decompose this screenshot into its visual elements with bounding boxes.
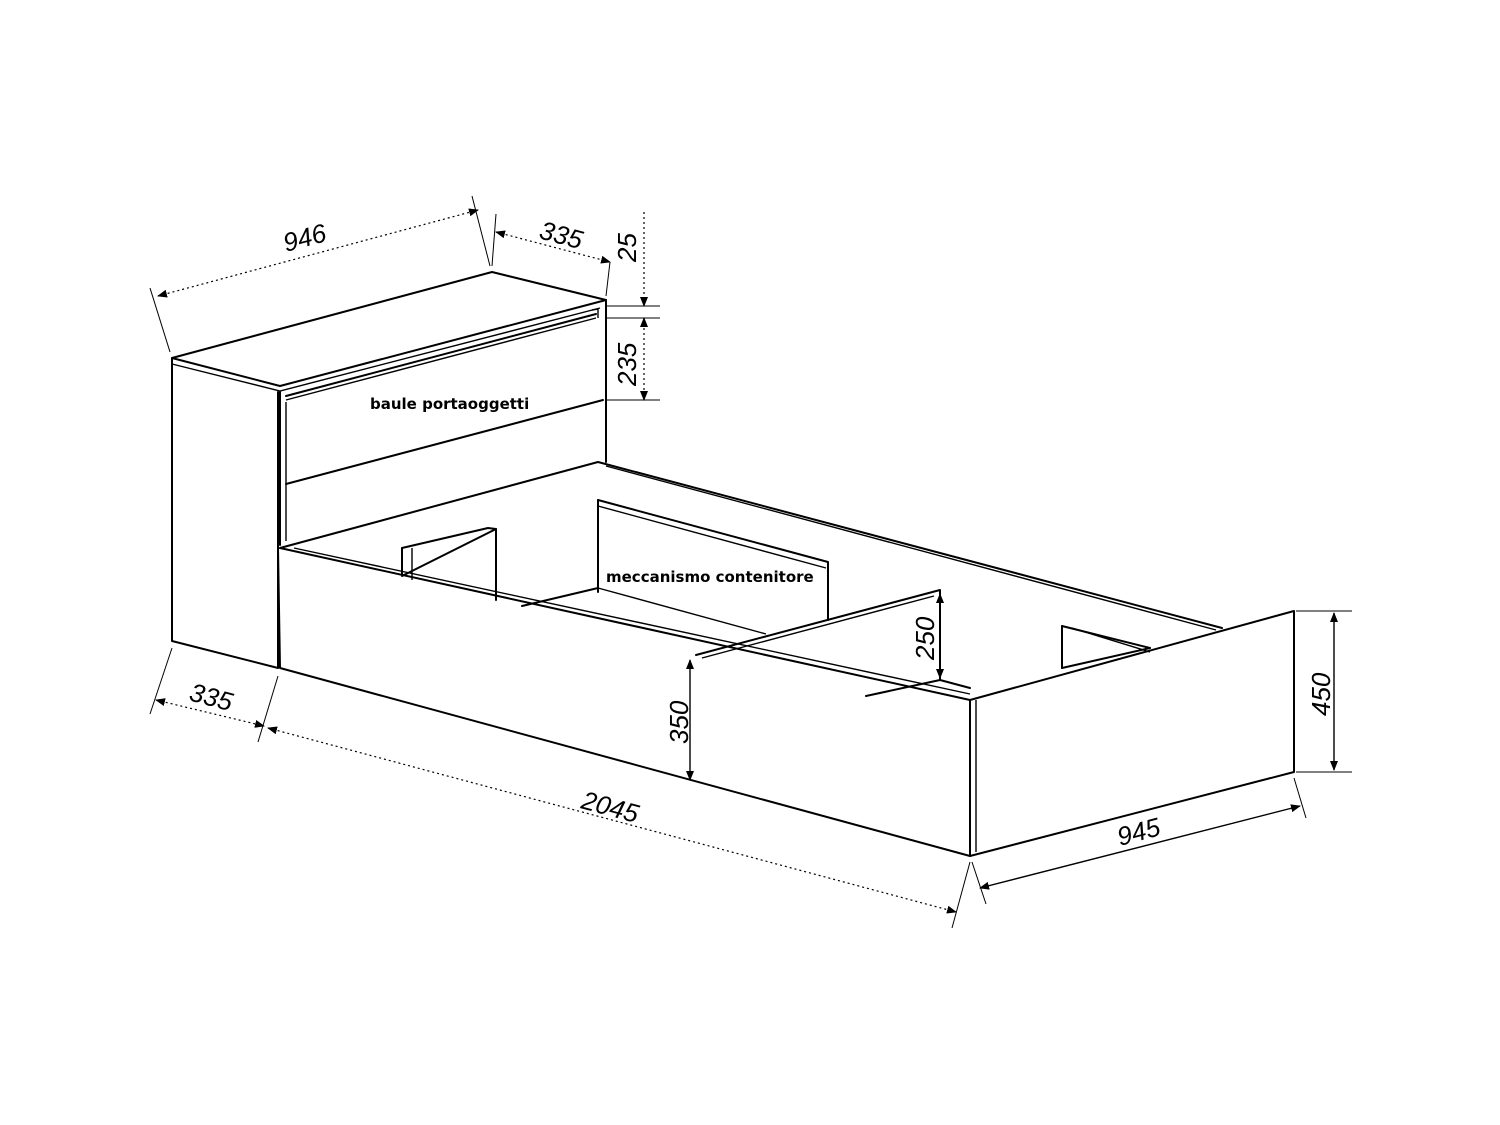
dimension-labels: 946 335 25 235 335 2045 350 250 450 945 (186, 215, 1336, 852)
dim-top-thickness: 25 (612, 233, 642, 263)
dim-headboard-depth-top: 335 (536, 215, 586, 255)
label-container-mechanism: meccanismo contenitore (606, 568, 814, 586)
dim-footboard-height: 450 (1306, 672, 1336, 716)
dimension-lines (149, 195, 1352, 929)
bed-frame (277, 461, 1295, 857)
label-storage-chest: baule portaoggetti (370, 395, 529, 413)
dim-total-length: 2045 (577, 785, 642, 829)
headboard-unit (171, 271, 607, 669)
dim-headboard-depth-base: 335 (186, 677, 236, 717)
dim-inner-height: 250 (910, 616, 940, 661)
dim-side-height: 350 (664, 700, 694, 744)
dim-chest-height: 235 (612, 342, 642, 387)
